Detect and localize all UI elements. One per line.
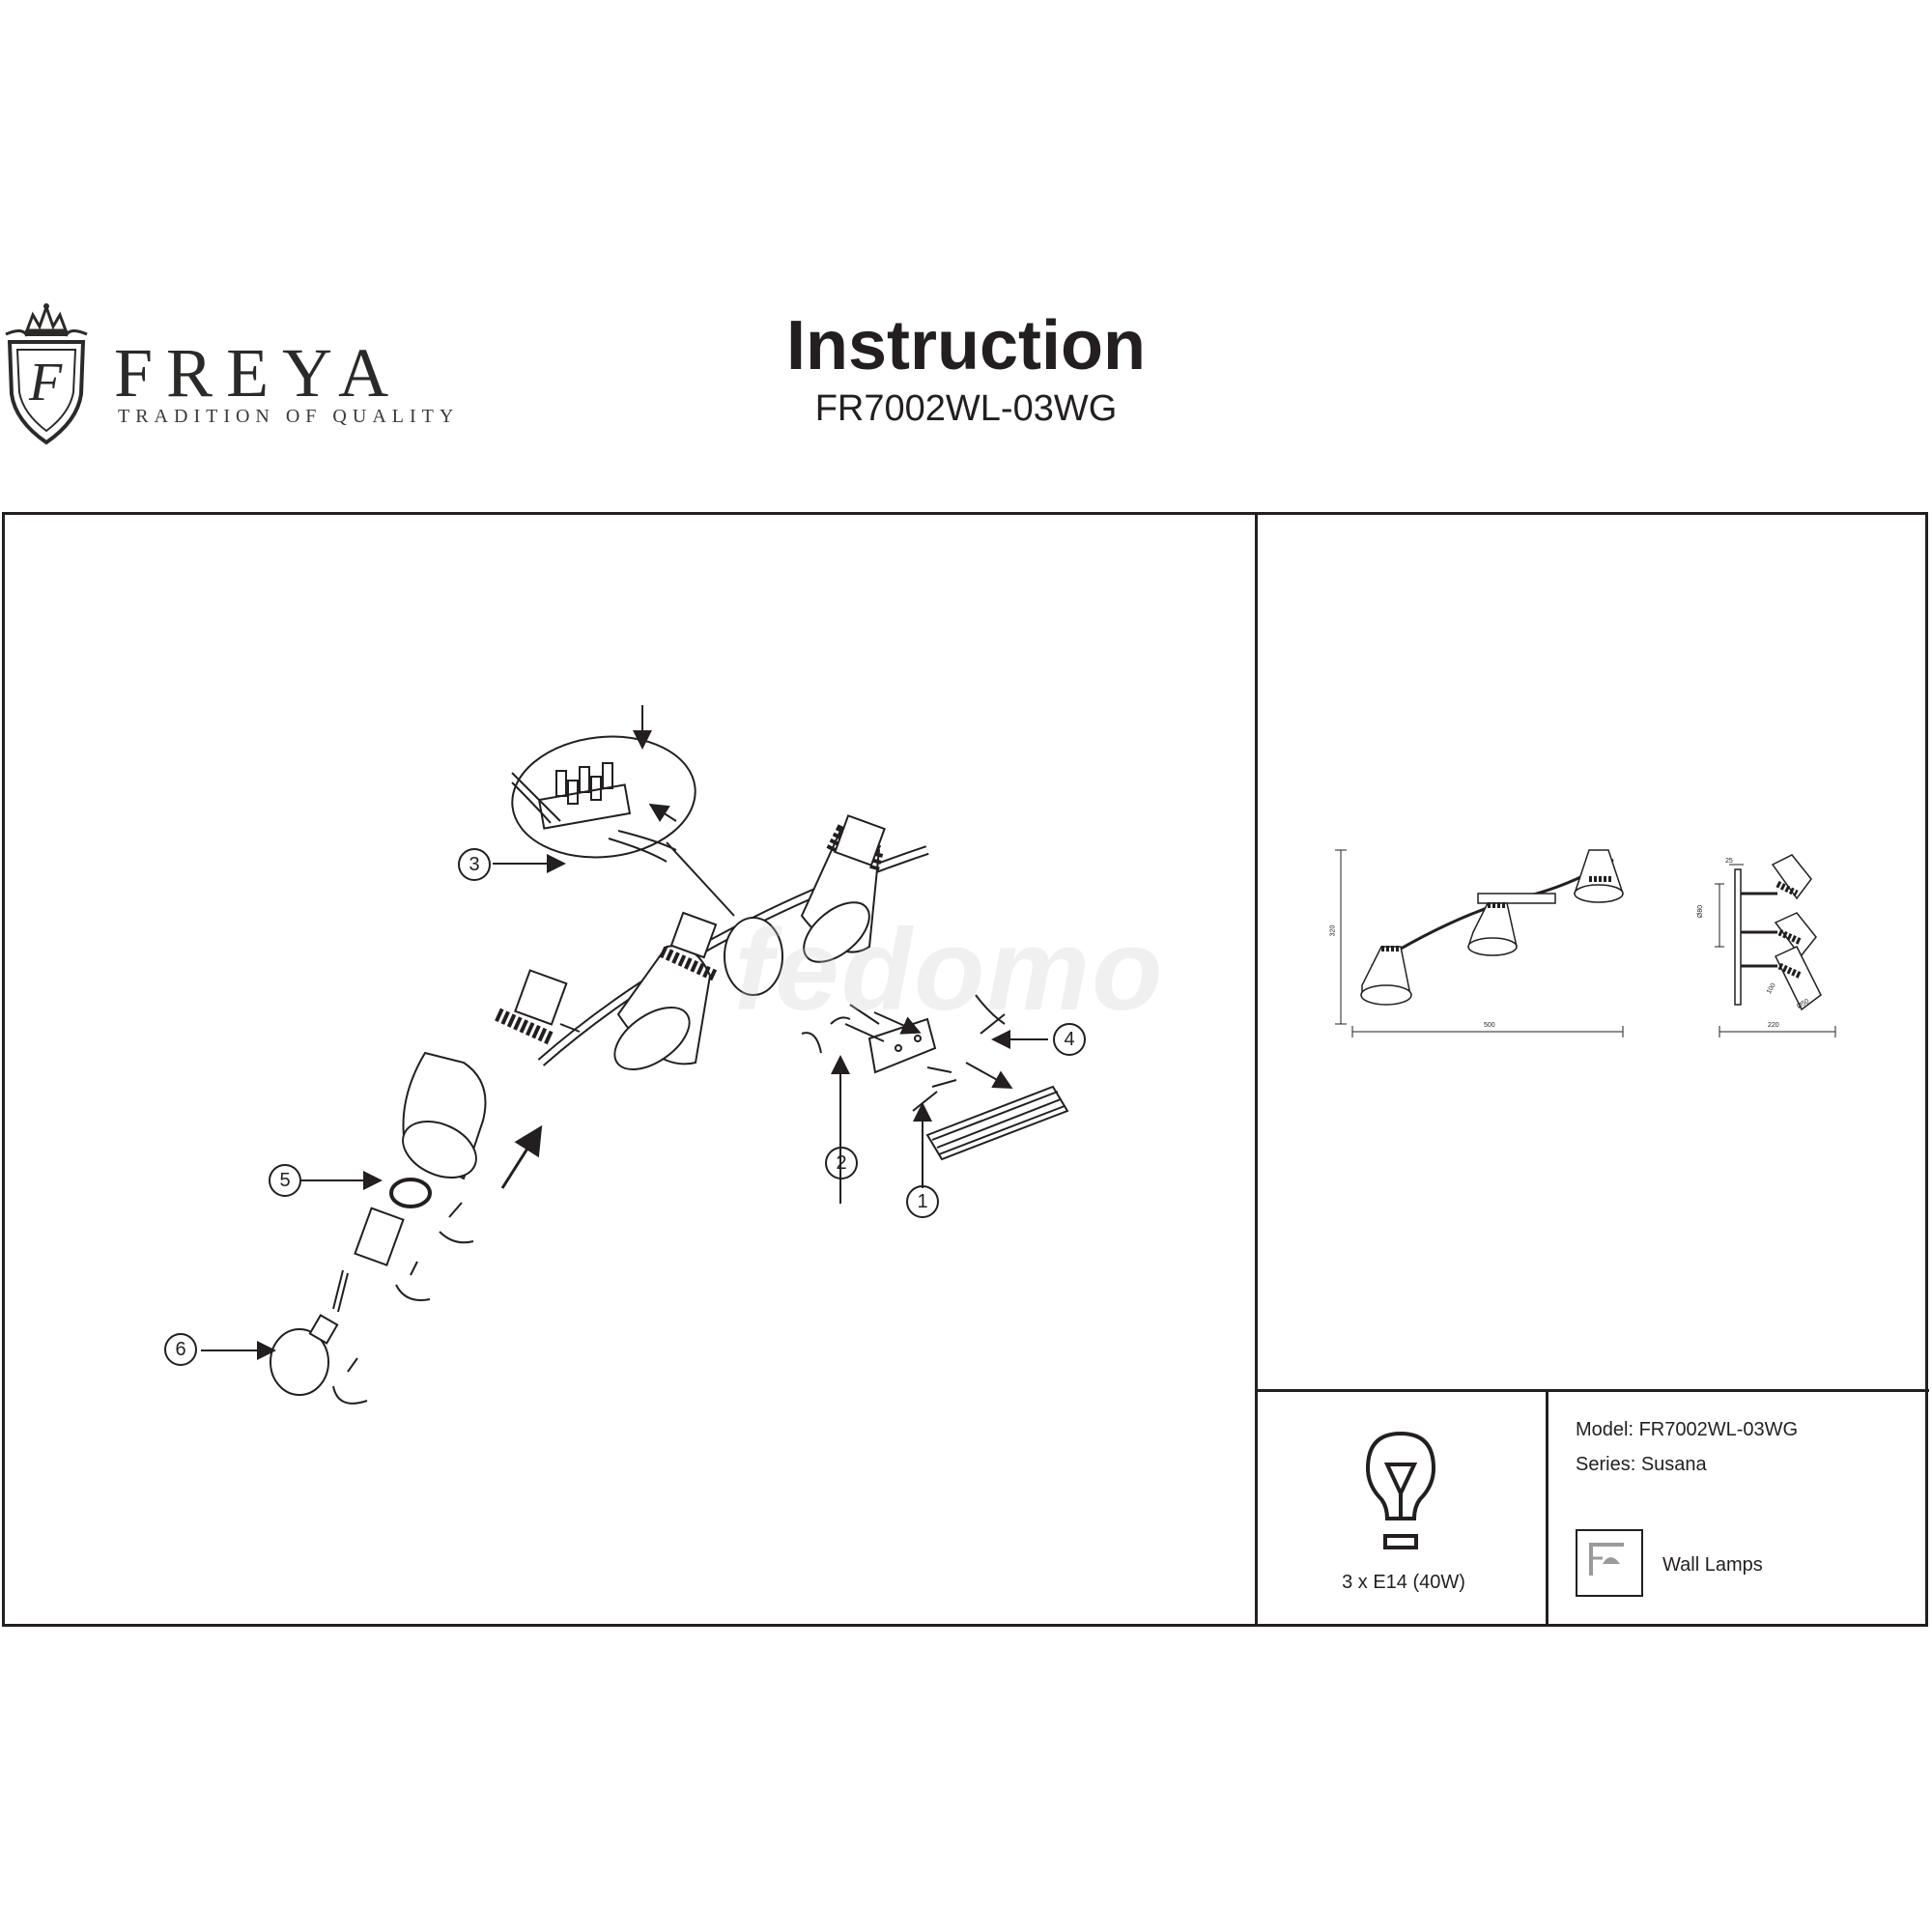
step-number-3: 3 (458, 848, 491, 881)
freya-logo: F (0, 301, 93, 446)
lamp-holder-lower (495, 969, 581, 1045)
detached-shade (402, 1051, 487, 1180)
info-divider-vertical (1546, 1389, 1548, 1627)
wall-lamp-type-icon (1576, 1529, 1643, 1597)
wall-plate (724, 917, 783, 996)
frame-divider-vertical (1255, 512, 1258, 1627)
step-number-4: 4 (1053, 1023, 1086, 1056)
type-label: Wall Lamps (1662, 1554, 1763, 1576)
step-number-6: 6 (164, 1333, 197, 1366)
wiring-callout (511, 735, 696, 859)
series-info: Series: Susana (1576, 1454, 1707, 1476)
front-height-label: 320 (1329, 924, 1337, 937)
frame-divider-horizontal (1255, 1389, 1929, 1392)
step-number-2: 2 (825, 1147, 858, 1179)
model-label: Model: (1576, 1419, 1634, 1440)
page-title: Instruction (786, 307, 1146, 384)
bulb-icon (1365, 1431, 1436, 1549)
bulb-socket (332, 1207, 405, 1313)
side-plate-label: Ø80 (1697, 904, 1705, 919)
brand-tagline: TRADITION OF QUALITY (118, 406, 460, 427)
side-dimension-drawing (1715, 854, 1836, 1037)
front-width-label: 500 (1484, 1022, 1495, 1029)
step-number-5: 5 (269, 1164, 301, 1197)
side-offset-label: 25 (1725, 858, 1733, 865)
shade-upper (800, 814, 886, 963)
logo-letter: F (29, 353, 63, 412)
series-label: Series: (1576, 1454, 1636, 1475)
side-depth-label: 220 (1768, 1022, 1779, 1029)
shade-ring (389, 1178, 432, 1208)
instruction-frame (2, 512, 1928, 1627)
series-value: Susana (1640, 1454, 1707, 1475)
brand-name: FREYA (114, 334, 403, 412)
model-info: Model: FR7002WL-03WG (1576, 1419, 1798, 1441)
model-value: FR7002WL-03WG (1638, 1419, 1799, 1440)
crest-icon (5, 302, 88, 445)
model-code-heading: FR7002WL-03WG (814, 388, 1118, 429)
wall-lamp-icon (1589, 1543, 1624, 1576)
wall-hatch (925, 1085, 1069, 1161)
assembly-diagram (201, 705, 1069, 1405)
step-number-1: 1 (906, 1185, 939, 1218)
watermark: fedomo (734, 905, 1165, 1035)
bulb-spec: 3 x E14 (40W) (1342, 1572, 1465, 1593)
shade-middle (613, 911, 718, 1070)
front-dimension-drawing (1335, 849, 1624, 1037)
light-bulb (270, 1314, 339, 1396)
